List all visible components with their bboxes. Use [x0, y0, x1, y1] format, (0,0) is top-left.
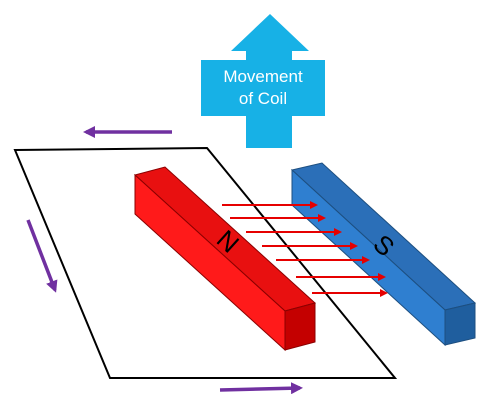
- north-magnet-end: [284, 302, 316, 351]
- field-lines: [222, 201, 388, 297]
- movement-arrow: [201, 14, 325, 148]
- coil-loop: [13, 146, 398, 379]
- north-magnet: N: [133, 166, 317, 352]
- current-arrows: [26, 126, 303, 395]
- current-arrow-bottom: [219, 382, 303, 395]
- movement-arrow-label: Movement of Coil: [200, 66, 326, 110]
- south-magnet-end: [444, 302, 476, 346]
- movement-label-line2: of Coil: [238, 89, 288, 108]
- movement-label-line1: Movement: [223, 67, 303, 86]
- south-magnet: S: [290, 162, 477, 347]
- current-arrow-left: [26, 219, 58, 293]
